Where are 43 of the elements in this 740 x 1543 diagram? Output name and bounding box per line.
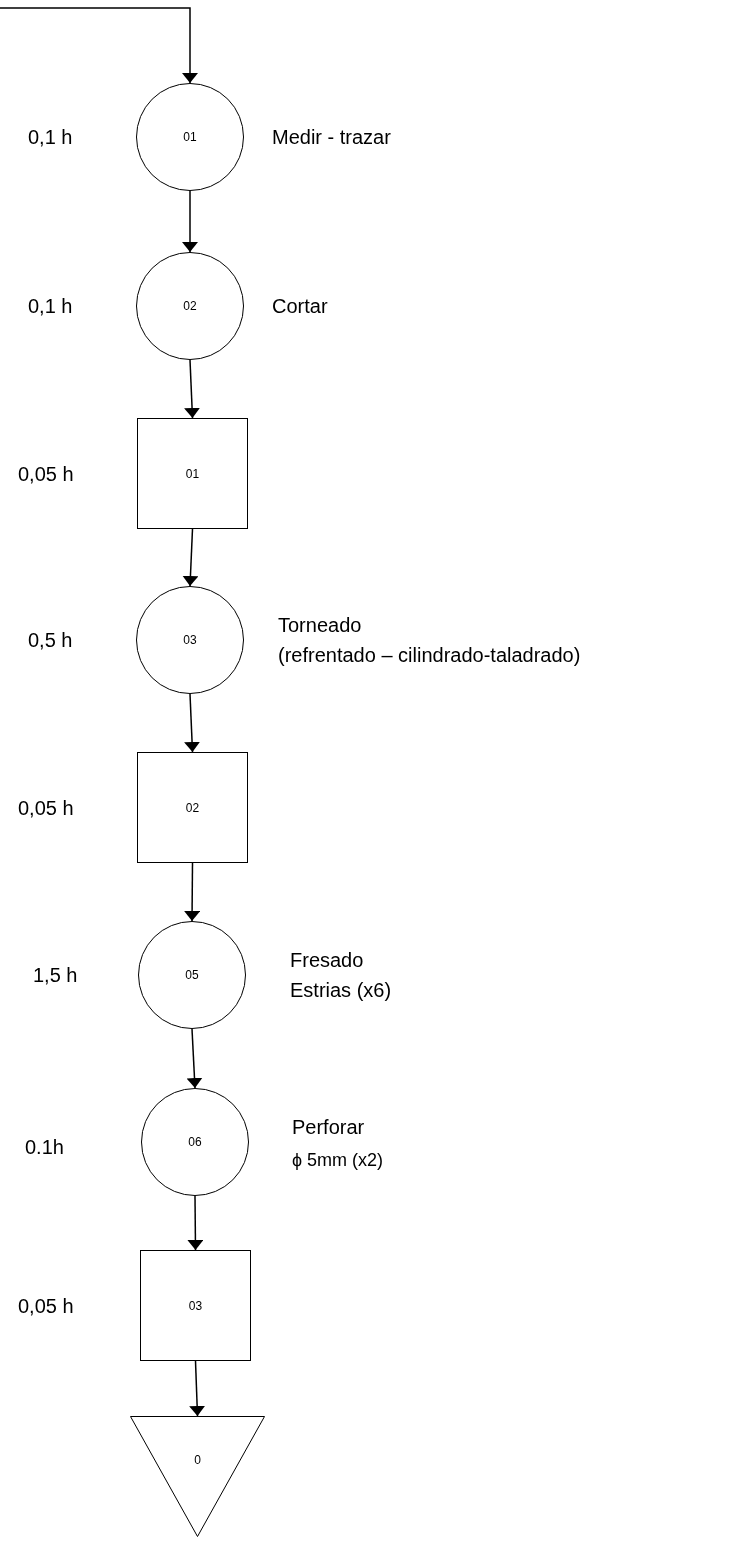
arrow bbox=[182, 190, 198, 253]
operation-circle bbox=[138, 921, 246, 1029]
node-number: 03 bbox=[187, 1298, 204, 1313]
operation-circle bbox=[136, 586, 244, 694]
node-number: 06 bbox=[187, 1135, 203, 1149]
duration-label: 0,5 h bbox=[28, 628, 73, 652]
node-number: 01 bbox=[182, 130, 198, 144]
operation-circle bbox=[136, 252, 244, 360]
operation-label: Torneado bbox=[278, 613, 362, 637]
duration-label: 0,1 h bbox=[28, 294, 73, 318]
duration-label: 0,05 h bbox=[18, 1293, 74, 1318]
inspection-box bbox=[140, 1250, 251, 1361]
duration-label: 0,05 h bbox=[18, 795, 74, 820]
operation-circle bbox=[136, 83, 244, 191]
node-number: 02 bbox=[184, 800, 201, 815]
node-number: 0 bbox=[193, 1453, 202, 1467]
duration-label: 0,05 h bbox=[18, 461, 74, 486]
operation-label: Medir - trazar bbox=[272, 125, 391, 149]
duration-label: 0,1 h bbox=[28, 125, 73, 149]
duration-label: 1,5 h bbox=[33, 963, 78, 987]
node-number: 01 bbox=[184, 466, 201, 481]
arrow bbox=[189, 1360, 206, 1417]
node-number: 03 bbox=[182, 633, 198, 647]
arrow bbox=[184, 359, 201, 419]
operation-label: (refrentado – cilindrado-taladrado) bbox=[278, 643, 581, 667]
node-number: 05 bbox=[184, 968, 200, 982]
arrow bbox=[187, 1195, 204, 1251]
arrow bbox=[184, 693, 201, 753]
operation-circle bbox=[141, 1088, 249, 1196]
operation-label: Fresado bbox=[290, 948, 364, 972]
arrow bbox=[186, 1028, 203, 1089]
duration-label: 0.1h bbox=[25, 1135, 64, 1159]
operation-label: ϕ 5mm (x2) bbox=[292, 1149, 384, 1172]
arrow bbox=[182, 528, 199, 587]
arrow bbox=[0, 7, 198, 84]
operation-label: Cortar bbox=[272, 294, 328, 318]
inspection-box bbox=[137, 752, 248, 863]
inspection-box bbox=[137, 418, 248, 529]
arrow bbox=[184, 862, 201, 922]
storage-triangle bbox=[130, 1416, 265, 1537]
node-number: 02 bbox=[182, 299, 198, 313]
operation-label: Estrias (x6) bbox=[290, 978, 392, 1002]
operation-label: Perforar bbox=[292, 1115, 365, 1139]
